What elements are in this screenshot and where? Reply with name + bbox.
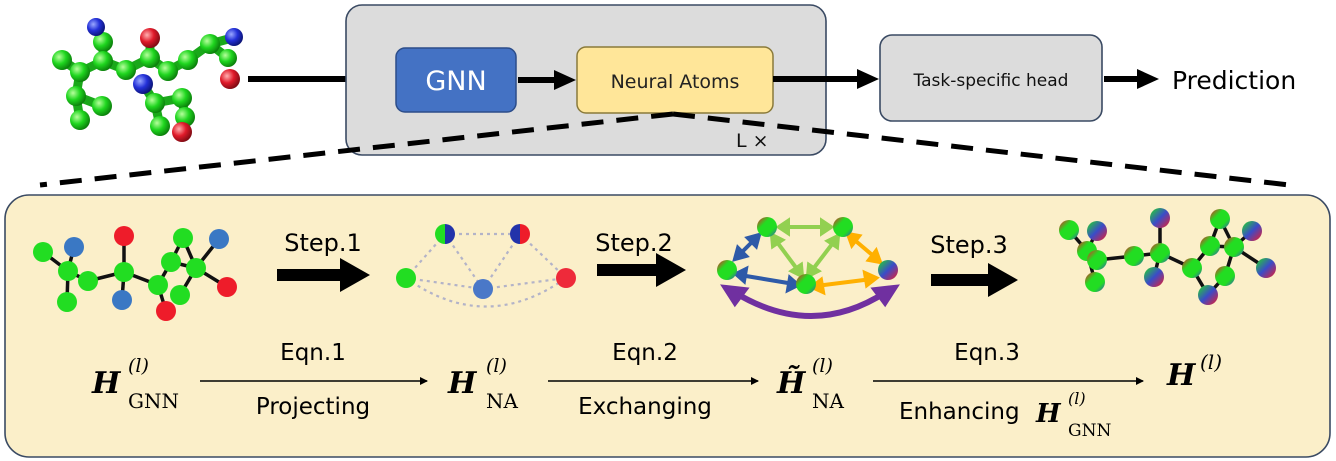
enhancing-label: Enhancing bbox=[899, 399, 1020, 425]
enhancing-label-group: Enhancing H (l) GNN bbox=[899, 389, 1111, 441]
svg-text:H: H bbox=[447, 366, 478, 401]
projecting-label: Projecting bbox=[256, 394, 370, 420]
step2-label: Step.2 bbox=[595, 229, 673, 257]
svg-text:(l): (l) bbox=[812, 355, 833, 377]
task-head-label: Task-specific head bbox=[913, 71, 1069, 91]
neural-atoms-label: Neural Atoms bbox=[611, 71, 740, 93]
svg-text:(l): (l) bbox=[128, 355, 149, 377]
input-graph bbox=[33, 226, 237, 321]
math-h-na: H (l) NA bbox=[447, 355, 519, 413]
gnn-box bbox=[395, 47, 517, 113]
prediction-label: Prediction bbox=[1172, 66, 1296, 95]
math-h-gnn: H (l) GNN bbox=[91, 355, 179, 413]
svg-text:NA: NA bbox=[812, 389, 845, 413]
repeat-count-label: L × bbox=[736, 130, 769, 152]
svg-text:(l): (l) bbox=[1068, 389, 1086, 408]
exchange-graph bbox=[717, 217, 900, 319]
projected-graph bbox=[396, 224, 576, 308]
eqn2-label: Eqn.2 bbox=[612, 340, 678, 366]
exchanging-label: Exchanging bbox=[578, 394, 712, 420]
enhanced-graph bbox=[1059, 208, 1276, 305]
svg-text:(l): (l) bbox=[486, 355, 507, 377]
math-h-tilde-na: H̃ (l) NA bbox=[776, 355, 845, 413]
detail-panel bbox=[4, 194, 1331, 458]
svg-text:GNN: GNN bbox=[128, 389, 179, 413]
svg-text:H: H bbox=[1166, 358, 1197, 393]
svg-text:H: H bbox=[91, 366, 122, 401]
task-head-box bbox=[879, 34, 1103, 122]
svg-text:NA: NA bbox=[486, 389, 519, 413]
svg-text:H: H bbox=[1035, 399, 1062, 429]
step3-label: Step.3 bbox=[930, 231, 1008, 259]
svg-text:GNN: GNN bbox=[1068, 421, 1111, 441]
eqn1-label: Eqn.1 bbox=[280, 340, 346, 366]
svg-text:H̃: H̃ bbox=[776, 366, 807, 401]
eqn3-label: Eqn.3 bbox=[954, 340, 1020, 366]
zoom-line-left bbox=[39, 111, 674, 188]
svg-text:(l): (l) bbox=[1200, 350, 1222, 374]
gnn-label: GNN bbox=[425, 66, 486, 97]
math-h-output: H (l) bbox=[1166, 350, 1222, 393]
step1-label: Step.1 bbox=[284, 229, 362, 257]
molecule-3d-icon bbox=[52, 18, 243, 142]
